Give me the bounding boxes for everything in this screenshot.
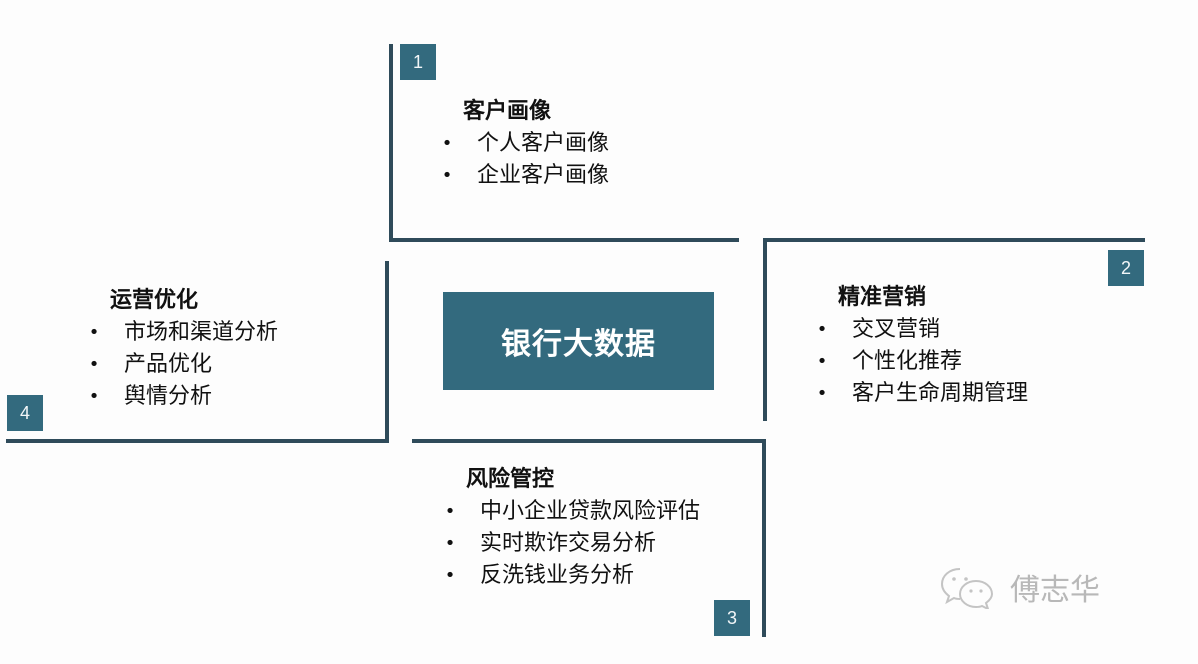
q3-frame-right xyxy=(762,439,766,637)
bullet-icon: • xyxy=(441,165,453,186)
bullet-icon: • xyxy=(444,533,456,554)
bullet-icon: • xyxy=(816,351,828,372)
list-item: •交叉营销 xyxy=(812,314,1028,346)
q4-frame-bottom xyxy=(6,439,389,443)
q2-frame-left xyxy=(763,238,767,421)
badge-2: 2 xyxy=(1108,250,1144,286)
list-item: •市场和渠道分析 xyxy=(84,317,278,349)
quadrant-title: 客户画像 xyxy=(463,99,552,124)
list-item: •产品优化 xyxy=(84,349,278,381)
bullet-icon: • xyxy=(816,319,828,340)
bullet-icon: • xyxy=(88,386,100,407)
quadrant-title: 精准营销 xyxy=(838,285,927,310)
q1-frame-left xyxy=(389,44,393,241)
bullet-icon: • xyxy=(816,383,828,404)
bullet-icon: • xyxy=(88,322,100,343)
list-item: •反洗钱业务分析 xyxy=(440,560,700,592)
wechat-icon xyxy=(940,568,994,609)
list-item: •个人客户画像 xyxy=(437,128,609,160)
quadrant-risk-control: 风险管控 •中小企业贷款风险评估 •实时欺诈交易分析 •反洗钱业务分析 xyxy=(440,464,700,592)
watermark-text: 傅志华 xyxy=(1010,573,1100,608)
bullet-icon: • xyxy=(444,565,456,586)
list-item: •个性化推荐 xyxy=(812,346,1028,378)
q4-frame-right xyxy=(385,261,389,443)
list-item: •中小企业贷款风险评估 xyxy=(440,496,700,528)
list-item: •实时欺诈交易分析 xyxy=(440,528,700,560)
list-item: •客户生命周期管理 xyxy=(812,378,1028,410)
quadrant-customer-profile: 客户画像 •个人客户画像 •企业客户画像 xyxy=(437,96,609,192)
list-item: •舆情分析 xyxy=(84,381,278,413)
badge-3: 3 xyxy=(714,600,750,636)
quadrant-operations-optimization: 运营优化 •市场和渠道分析 •产品优化 •舆情分析 xyxy=(84,285,278,413)
quadrant-precision-marketing: 精准营销 •交叉营销 •个性化推荐 •客户生命周期管理 xyxy=(812,282,1028,410)
bullet-icon: • xyxy=(444,501,456,522)
bullet-icon: • xyxy=(441,133,453,154)
list-item: •企业客户画像 xyxy=(437,160,609,192)
q2-frame-top xyxy=(763,238,1145,242)
quadrant-title: 运营优化 xyxy=(110,288,199,313)
badge-4: 4 xyxy=(7,395,43,431)
quadrant-title: 风险管控 xyxy=(466,467,555,492)
badge-1: 1 xyxy=(400,44,436,80)
bullet-icon: • xyxy=(88,354,100,375)
center-topic-box: 银行大数据 xyxy=(443,292,714,390)
q3-frame-top xyxy=(412,439,764,443)
watermark: 傅志华 xyxy=(940,565,1100,609)
q1-frame-bottom xyxy=(389,238,739,242)
